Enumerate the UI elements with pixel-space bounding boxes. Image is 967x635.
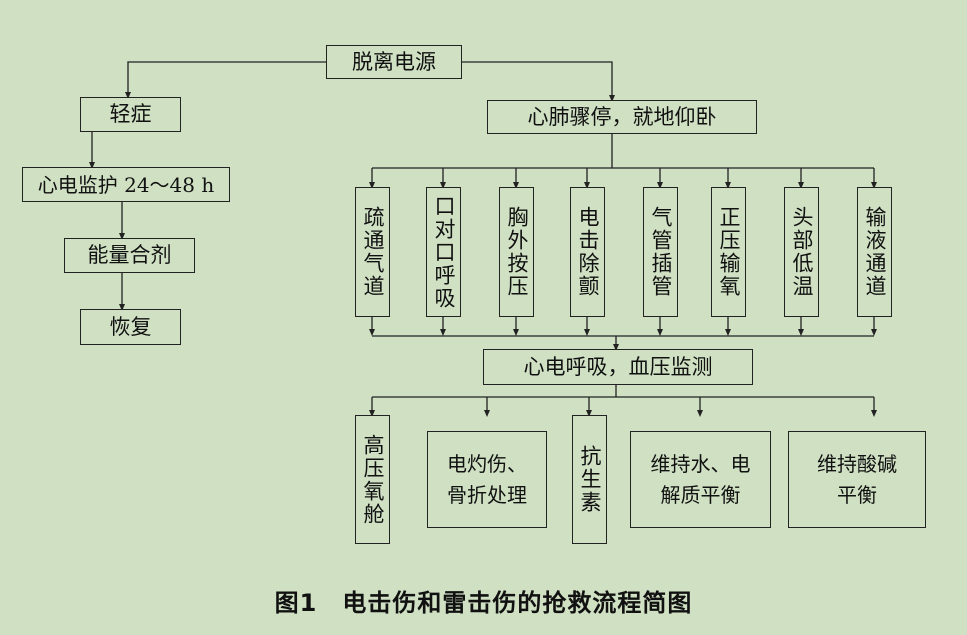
treatment-antibiotics: 抗生素 <box>572 415 607 544</box>
ecg-monitoring-node: 心电监护 24～48 h <box>22 167 230 202</box>
measure-mouth-to-mouth-label: 口对口呼吸 <box>432 194 456 310</box>
measure-chest-compression-label: 胸外按压 <box>505 206 529 298</box>
root-node: 脱离电源 <box>326 45 462 79</box>
monitoring-node: 心电呼吸，血压监测 <box>483 349 753 385</box>
measure-oxygen: 正压输氧 <box>711 187 746 317</box>
measure-airway: 疏通气道 <box>355 187 390 317</box>
measure-chest-compression: 胸外按压 <box>499 187 534 317</box>
measure-oxygen-label: 正压输氧 <box>717 206 741 298</box>
treatment-electrolyte: 维持水、电 解质平衡 <box>630 431 771 528</box>
measure-iv-access-label: 输液通道 <box>863 206 887 298</box>
measure-iv-access: 输液通道 <box>857 187 892 317</box>
treatment-hyperbaric: 高压氧舱 <box>355 415 390 544</box>
measure-defibrillation-label: 电击除颤 <box>576 206 600 298</box>
figure-caption: 图1 电击伤和雷击伤的抢救流程简图 <box>274 589 693 617</box>
treatment-burn-fracture: 电灼伤、 骨折处理 <box>427 431 547 528</box>
measure-intubation-label: 气管插管 <box>649 206 673 298</box>
recovery-node: 恢复 <box>80 309 181 345</box>
treatment-acid-base: 维持酸碱 平衡 <box>788 431 926 528</box>
measure-intubation: 气管插管 <box>643 187 678 317</box>
measure-defibrillation: 电击除颤 <box>570 187 605 317</box>
measure-mouth-to-mouth: 口对口呼吸 <box>426 187 461 317</box>
treatment-antibiotics-label: 抗生素 <box>578 445 602 514</box>
measure-airway-label: 疏通气道 <box>361 206 385 298</box>
treatment-hyperbaric-label: 高压氧舱 <box>361 433 385 526</box>
cardiac-arrest-node: 心肺骤停，就地仰卧 <box>487 100 757 134</box>
mild-case-node: 轻症 <box>80 97 181 132</box>
measure-head-cooling-label: 头部低温 <box>790 206 814 298</box>
measure-head-cooling: 头部低温 <box>784 187 819 317</box>
energy-mixture-node: 能量合剂 <box>64 238 195 273</box>
